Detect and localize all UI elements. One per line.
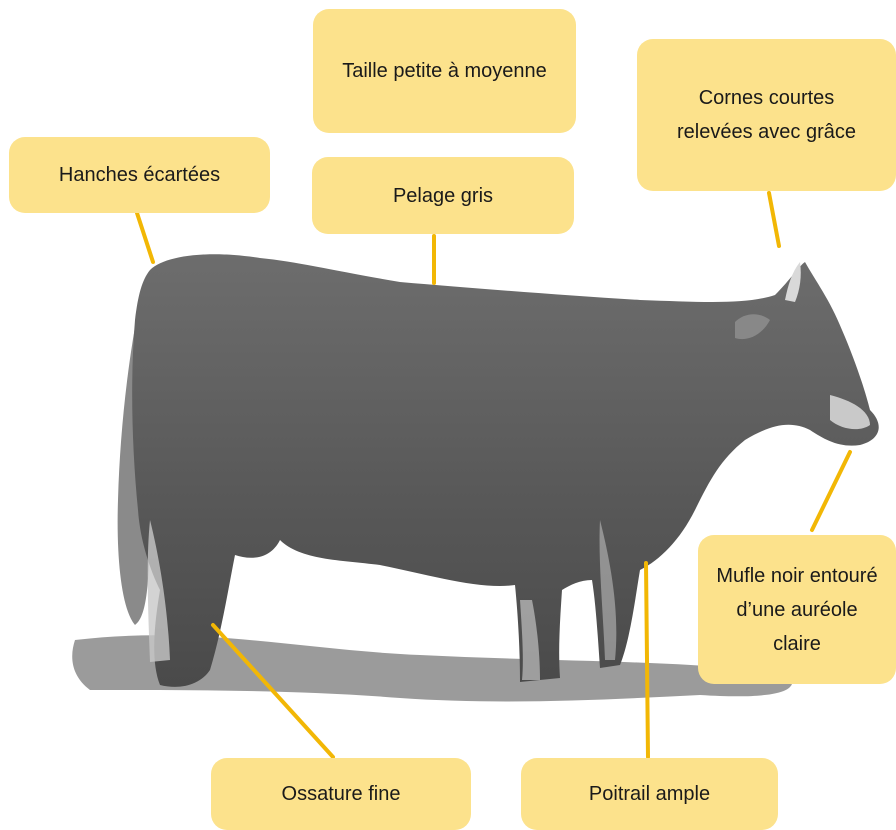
label-mufle-text: Mufle noir entouré d’une auréole claire <box>712 559 882 661</box>
label-taille: Taille petite à moyenne <box>313 9 576 133</box>
label-pelage: Pelage gris <box>312 157 574 234</box>
label-hanches-text: Hanches écartées <box>59 158 220 192</box>
connector-hanches <box>137 213 153 262</box>
label-mufle: Mufle noir entouré d’une auréole claire <box>698 535 896 684</box>
connector-cornes <box>769 193 779 246</box>
label-pelage-text: Pelage gris <box>393 179 493 213</box>
label-ossature: Ossature fine <box>211 758 471 830</box>
label-cornes: Cornes courtes relevées avec grâce <box>637 39 896 191</box>
label-hanches: Hanches écartées <box>9 137 270 213</box>
label-poitrail-text: Poitrail ample <box>589 777 710 811</box>
label-taille-text: Taille petite à moyenne <box>342 54 547 88</box>
label-ossature-text: Ossature fine <box>282 777 401 811</box>
label-cornes-text: Cornes courtes relevées avec grâce <box>659 81 874 149</box>
connector-mufle <box>812 452 850 530</box>
label-poitrail: Poitrail ample <box>521 758 778 830</box>
connector-poitrail <box>646 563 648 757</box>
